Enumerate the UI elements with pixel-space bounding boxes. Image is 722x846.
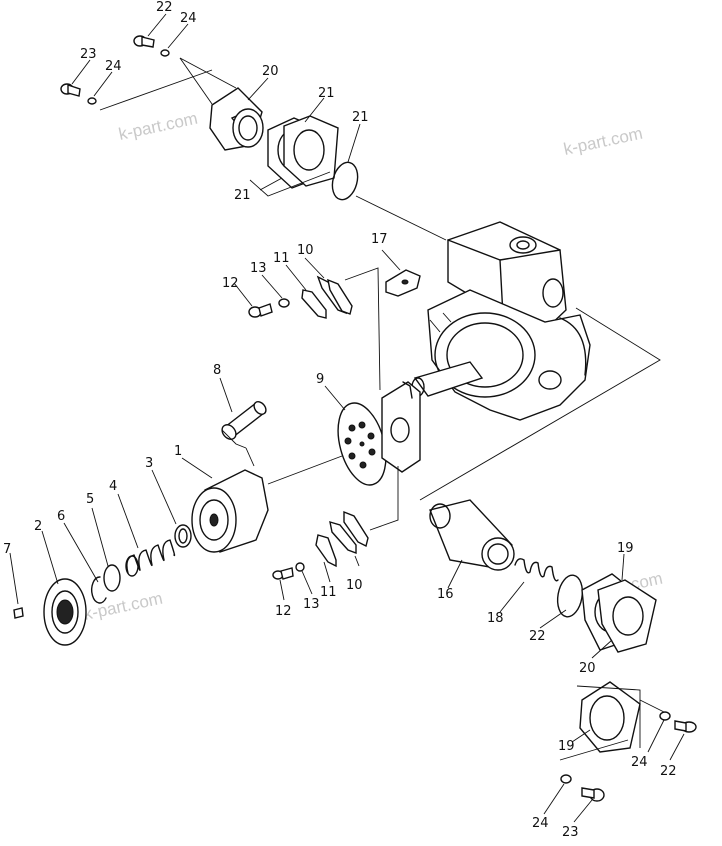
part-18-flange bbox=[209, 87, 264, 151]
part-14-sleeve bbox=[429, 499, 515, 571]
part-23-bolt-lower bbox=[581, 787, 605, 802]
part-24-washer-lower-right bbox=[659, 711, 671, 721]
callout-3: 3 bbox=[145, 456, 153, 471]
part-22-bolt-upper bbox=[133, 35, 155, 48]
callout-12-upper: 12 bbox=[222, 276, 239, 291]
part-24-washer-upper-b bbox=[87, 97, 97, 105]
part-13-washer-lower bbox=[295, 562, 305, 572]
callout-20-top: 21 bbox=[318, 86, 335, 101]
callout-4: 4 bbox=[109, 479, 117, 494]
part-19-gaskets bbox=[581, 573, 657, 653]
callout-2: 2 bbox=[34, 519, 42, 534]
callout-24-bottom: 24 bbox=[532, 816, 549, 831]
part-9-plate bbox=[337, 402, 387, 486]
part-23-bolt-upper bbox=[60, 83, 81, 97]
callout-6: 6 bbox=[57, 509, 65, 524]
part-3-ring bbox=[174, 524, 192, 548]
part-12-bolt-lower bbox=[272, 567, 294, 580]
part-24-washer-lower bbox=[560, 774, 572, 784]
part-2-cover bbox=[43, 578, 87, 646]
part-7-pin bbox=[13, 607, 24, 619]
part-1-cylinder-block bbox=[191, 469, 269, 553]
part-10-plates-upper bbox=[316, 275, 353, 315]
callout-24-top: 24 bbox=[180, 11, 197, 26]
assembly-lines bbox=[9, 13, 685, 823]
callout-18: 20 bbox=[262, 64, 279, 79]
callout-22-top: 22 bbox=[156, 0, 173, 15]
callout-1: 1 bbox=[174, 444, 182, 459]
watermark-top-right: k-part.com bbox=[562, 124, 644, 159]
callout-7: 7 bbox=[3, 542, 11, 557]
part-24-washer-upper-a bbox=[160, 49, 170, 57]
callout-21-top: 21 bbox=[352, 110, 369, 125]
part-13-washer-upper bbox=[278, 298, 290, 308]
callout-10-lower: 10 bbox=[346, 578, 363, 593]
part-12-bolt-upper bbox=[248, 303, 273, 318]
part-17-flange bbox=[579, 681, 641, 753]
callout-8: 8 bbox=[213, 363, 221, 378]
callout-11-upper: 11 bbox=[273, 251, 290, 266]
callout-21-bottom: 22 bbox=[529, 629, 546, 644]
watermark-top-left: k-part.com bbox=[117, 109, 199, 144]
part-4-spring bbox=[125, 539, 176, 577]
part-21-oring-upper bbox=[331, 161, 359, 201]
callout-22-bottom: 22 bbox=[660, 764, 677, 779]
callout-19-top: 19 bbox=[617, 541, 634, 556]
callout-16: 18 bbox=[487, 611, 504, 626]
callout-17: 19 bbox=[558, 739, 575, 754]
callout-13-lower: 13 bbox=[303, 597, 320, 612]
part-10-plates-lower bbox=[329, 510, 369, 555]
valve-plate bbox=[381, 381, 421, 473]
callout-12-lower: 12 bbox=[275, 604, 292, 619]
part-21-oring-lower bbox=[556, 574, 584, 618]
callout-15: 17 bbox=[371, 232, 388, 247]
callout-10-upper: 10 bbox=[297, 243, 314, 258]
watermark-bottom-left: k-part.com bbox=[82, 589, 164, 624]
callout-13-upper: 13 bbox=[250, 261, 267, 276]
callout-11-lower: 11 bbox=[320, 585, 337, 600]
part-11-plate-upper bbox=[301, 289, 327, 319]
callout-5: 5 bbox=[86, 492, 94, 507]
callout-19-bottom: 20 bbox=[579, 661, 596, 676]
callout-23-top: 23 bbox=[80, 47, 97, 62]
part-8-pin bbox=[221, 401, 267, 440]
part-20-gaskets bbox=[267, 115, 339, 189]
callout-20-bottom: 21 bbox=[234, 188, 251, 203]
callout-24-top-left: 24 bbox=[105, 59, 122, 74]
part-22-bolt-lower bbox=[674, 720, 697, 733]
callout-9: 9 bbox=[316, 372, 324, 387]
callout-23-bottom: 23 bbox=[562, 825, 579, 840]
callout-14: 16 bbox=[437, 587, 454, 602]
part-15-clip bbox=[385, 269, 421, 297]
callout-24-lower-right: 24 bbox=[631, 755, 648, 770]
part-16-spring bbox=[514, 558, 559, 582]
pump-housing bbox=[411, 221, 591, 421]
part-5-ring bbox=[103, 564, 121, 592]
part-11-plate-lower bbox=[315, 534, 337, 568]
